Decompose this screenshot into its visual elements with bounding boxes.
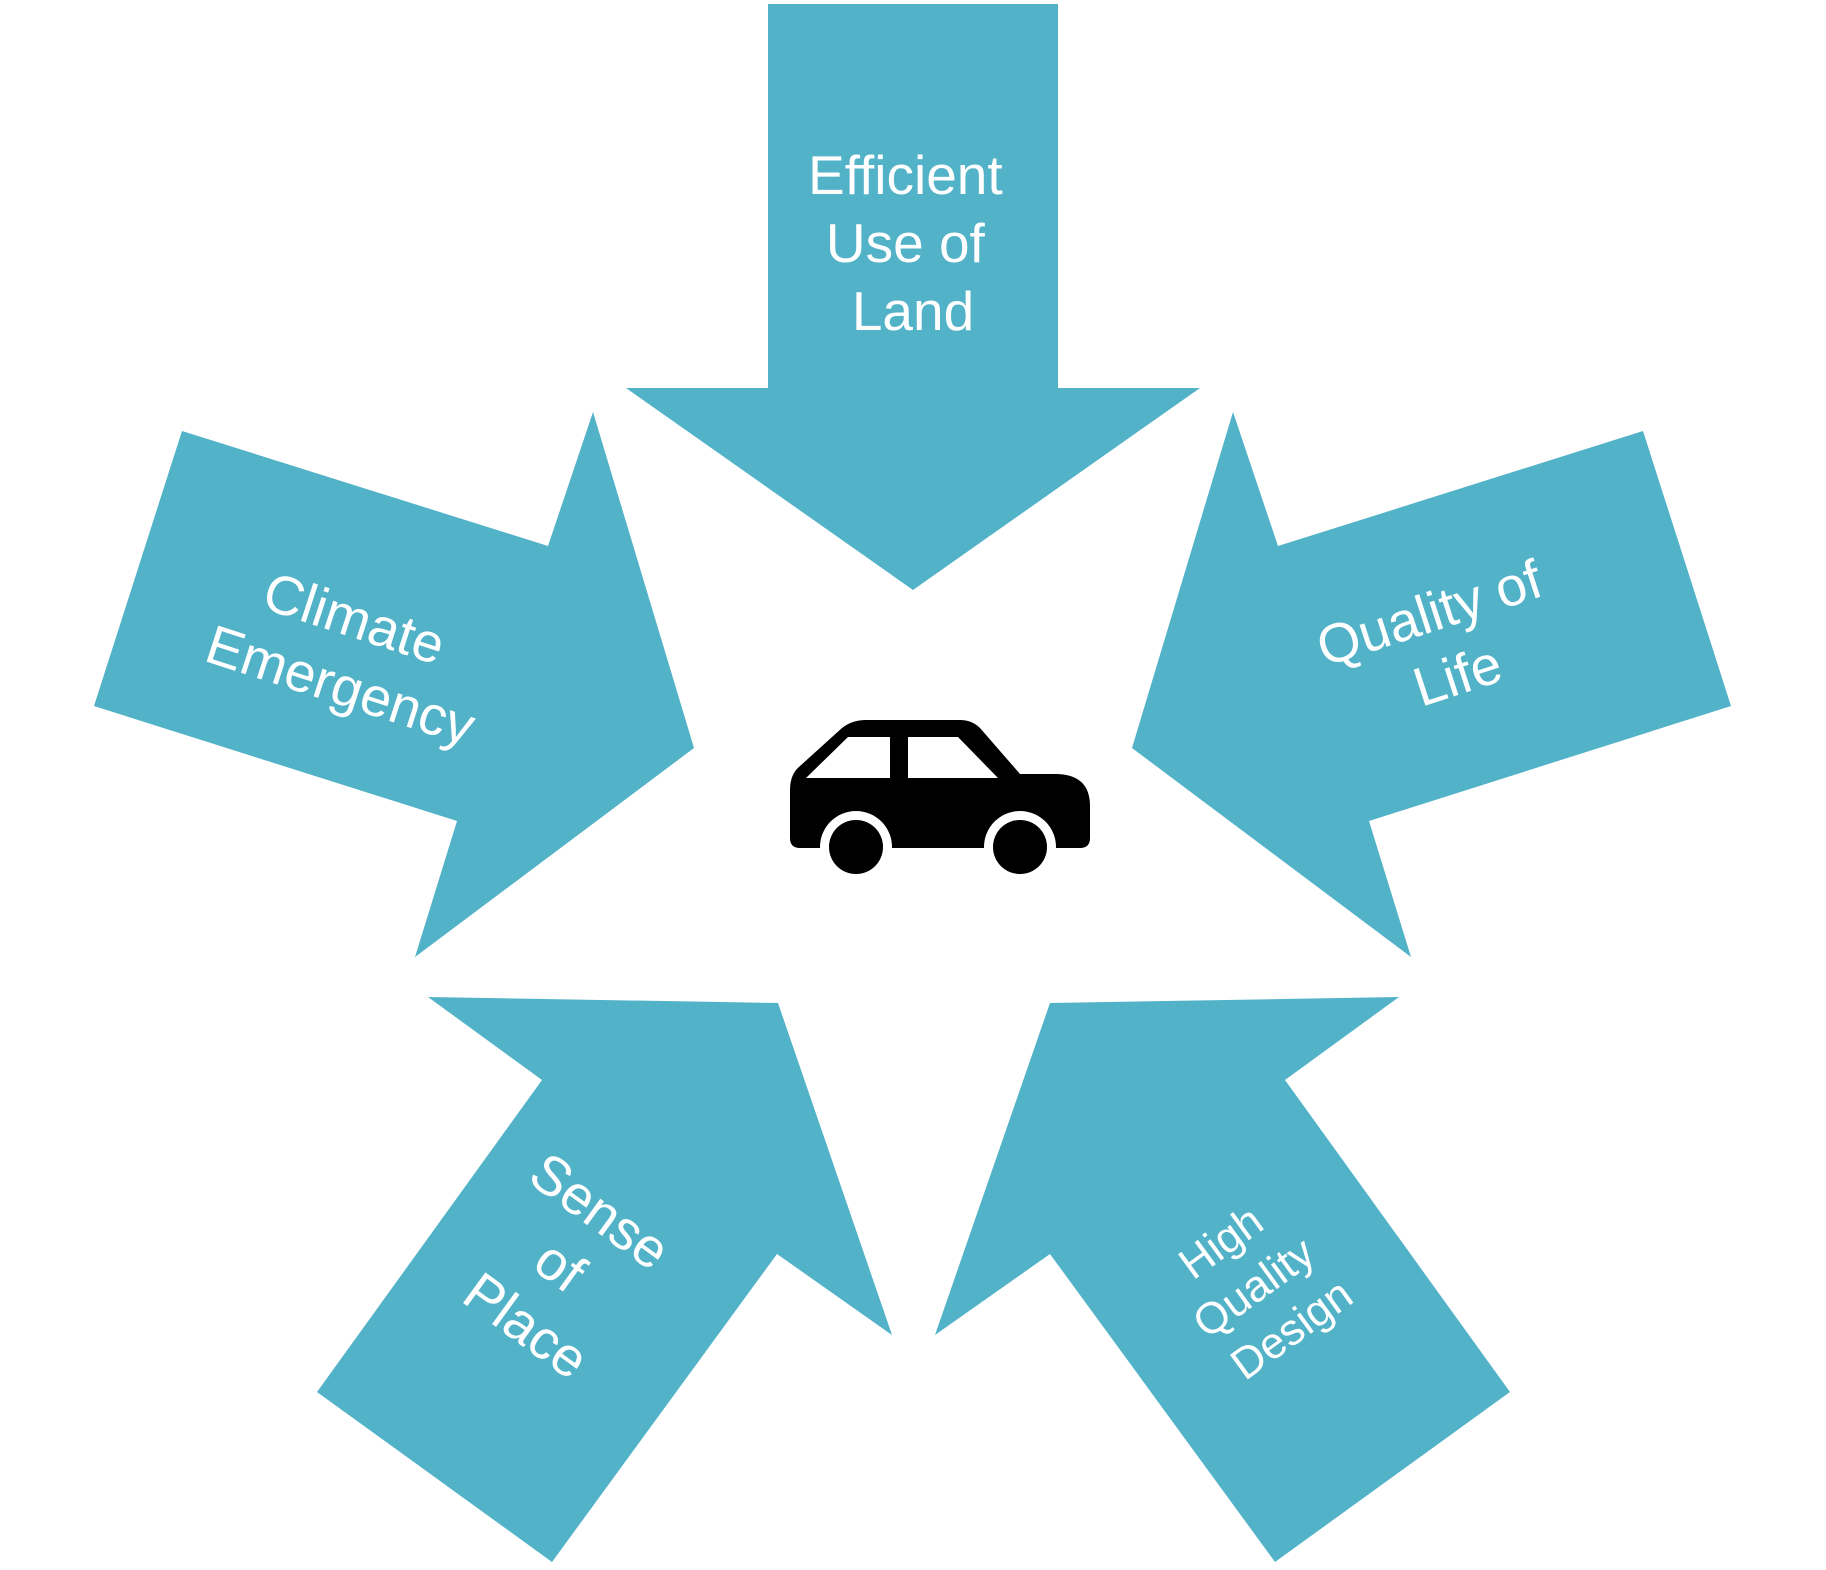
wheel-front [829, 820, 883, 874]
arrow-shape-climate-emergency [94, 412, 694, 957]
label-line: Land [852, 280, 974, 342]
label-line: Efficient [808, 144, 1003, 206]
arrow-shape-efficient-use-of-land [626, 4, 1200, 590]
label-line: Use of [826, 212, 986, 274]
car-window-rear [908, 737, 998, 778]
arrow-high-quality-design: High Quality Design [935, 997, 1510, 1562]
arrow-label-efficient-use-of-land: Efficient Use of Land [808, 144, 1018, 342]
arrow-shape-quality-of-life [1132, 412, 1731, 957]
arrow-quality-of-life: Quality of Life [1132, 412, 1731, 957]
car-icon [790, 720, 1090, 883]
arrow-climate-emergency: Climate Emergency [94, 412, 694, 957]
arrow-shape-sense-of-place [317, 997, 892, 1562]
wheel-rear [993, 820, 1047, 874]
arrow-sense-of-place: Sense of Place [317, 997, 892, 1562]
car-window-front [806, 737, 890, 778]
arrow-shape-high-quality-design-main [935, 997, 1510, 1562]
arrow-efficient-use-of-land: Efficient Use of Land [626, 4, 1200, 590]
